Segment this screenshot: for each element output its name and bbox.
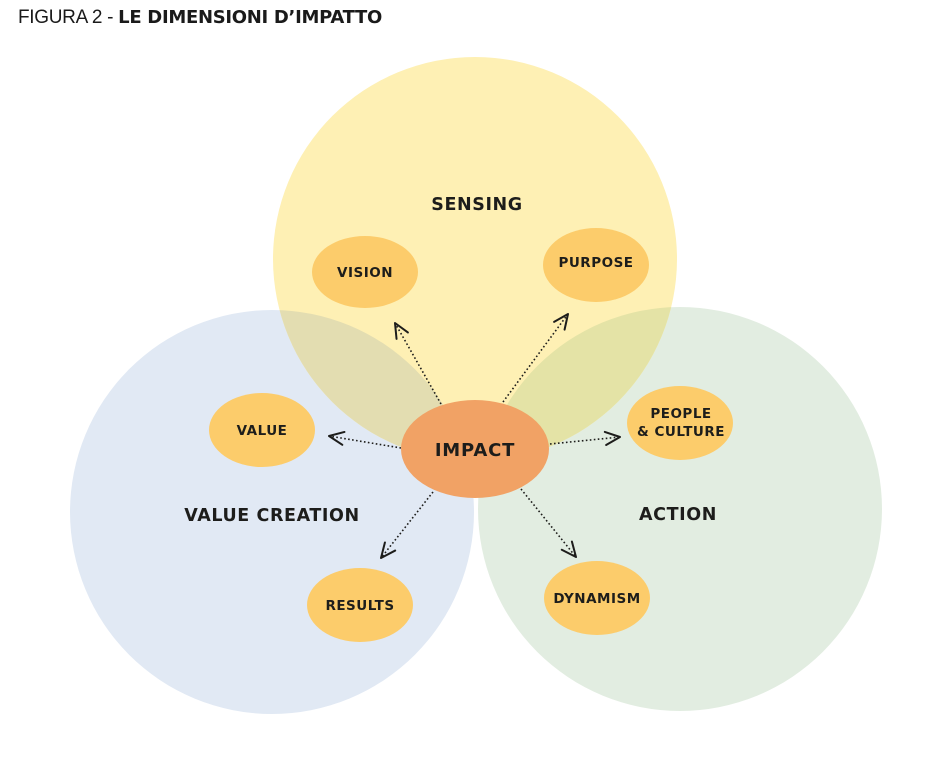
node-vision-label: VISION [337, 265, 393, 281]
dimension-label-sensing: SENSING [431, 195, 523, 215]
node-value-ellipse [209, 393, 315, 467]
figure-heading: LE DIMENSIONI D’IMPATTO [118, 7, 382, 28]
node-value-label: VALUE [237, 423, 288, 439]
node-results-ellipse [307, 568, 413, 642]
node-purpose: PURPOSE [543, 228, 649, 302]
dimension-label-action: ACTION [639, 505, 717, 525]
arrowhead-value [328, 430, 346, 446]
node-people-culture: PEOPLE & CULTURE [627, 386, 733, 460]
arrow-line-dynamism [520, 488, 577, 558]
arrowhead-people-culture [603, 430, 621, 446]
node-vision-ellipse [312, 236, 418, 308]
node-dynamism: DYNAMISM [544, 561, 650, 635]
node-purpose-ellipse [543, 228, 649, 302]
figure-number: FIGURA 2 - [18, 7, 119, 28]
node-people-culture-ellipse [627, 386, 733, 460]
arrowhead-vision [394, 322, 409, 340]
impact-ellipse [401, 400, 549, 498]
arrow-line-value [328, 435, 402, 449]
sensing-action-overlap [478, 307, 677, 461]
impact-center: IMPACT [401, 400, 549, 498]
figure-title: FIGURA 2 - LE DIMENSIONI D’IMPATTO [18, 6, 382, 29]
node-results: RESULTS [307, 568, 413, 642]
node-vision: VISION [312, 236, 418, 308]
node-purpose-label: PURPOSE [558, 255, 633, 271]
dimension-label-value-creation: VALUE CREATION [184, 506, 360, 526]
node-people-culture-label-line2: & CULTURE [637, 424, 725, 440]
arrowhead-purpose [553, 313, 569, 331]
arrows-group [328, 313, 621, 559]
node-dynamism-ellipse [544, 561, 650, 635]
node-people-culture-label-line1: PEOPLE [650, 406, 711, 422]
impact-label: IMPACT [435, 440, 515, 461]
node-results-label: RESULTS [325, 598, 394, 614]
sensing-value-overlap [273, 310, 474, 461]
node-value: VALUE [209, 393, 315, 467]
node-dynamism-label: DYNAMISM [553, 591, 640, 607]
arrowhead-dynamism [560, 540, 577, 558]
arrowhead-results [380, 541, 397, 559]
